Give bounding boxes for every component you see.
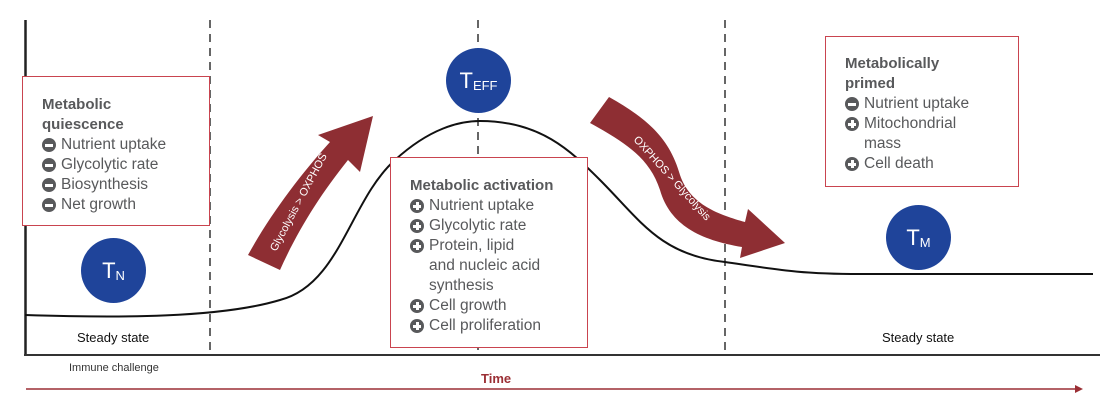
steady-state-left-label: Steady state: [77, 330, 150, 345]
memory-cell-symbol: T: [906, 224, 920, 250]
plus-circle-icon: [845, 157, 859, 171]
list-item-label: Glycolytic rate: [61, 156, 159, 173]
list-item: Glycolytic rate: [410, 216, 587, 236]
list-item: Nutrient uptake: [410, 196, 587, 216]
list-item-label: Nutrient uptake: [61, 136, 167, 153]
list-item: Net growth: [42, 195, 209, 215]
minus-circle-icon: [42, 178, 56, 192]
down-arrow: [590, 97, 785, 258]
activation-title: Metabolic activation: [410, 177, 554, 194]
minus-circle-icon: [42, 158, 56, 172]
plus-circle-icon: [410, 299, 424, 313]
primed-title: Metabolically primed: [845, 55, 940, 92]
time-axis-arrowhead: [1075, 385, 1083, 393]
list-item-label: Cell growth: [429, 297, 507, 314]
list-item-label: Nutrient uptake: [429, 197, 535, 214]
list-item-label: Mitochondrial mass: [864, 115, 957, 152]
time-axis-label: Time: [481, 371, 512, 386]
list-item-label: Glycolytic rate: [429, 217, 527, 234]
quiescence-title: Metabolic quiescence: [42, 96, 124, 133]
effector-cell-symbol: T: [459, 67, 473, 93]
list-item-label: Cell proliferation: [429, 317, 541, 334]
immune-challenge-label: Immune challenge: [69, 362, 159, 374]
list-item: Cell proliferation: [410, 316, 587, 336]
up-arrow-label: Glycolysis > OXPHOS: [268, 151, 330, 253]
memory-cell-subscript: M: [919, 234, 931, 250]
list-item: Cell death: [845, 154, 1018, 174]
plus-circle-icon: [410, 219, 424, 233]
list-item-label: Nutrient uptake: [864, 95, 970, 112]
list-item-label: Protein, lipid and nucleic acid synthesi…: [429, 237, 541, 294]
list-item: Nutrient uptake: [42, 135, 209, 155]
minus-circle-icon: [42, 138, 56, 152]
list-item: Glycolytic rate: [42, 155, 209, 175]
minus-circle-icon: [42, 198, 56, 212]
plus-circle-icon: [410, 319, 424, 333]
naive-cell-subscript: N: [115, 267, 125, 283]
up-arrow: [248, 116, 373, 270]
plus-circle-icon: [845, 117, 859, 131]
list-item-label: Net growth: [61, 196, 136, 213]
list-item-label: Biosynthesis: [61, 176, 149, 193]
minus-circle-icon: [845, 97, 859, 111]
effector-cell-subscript: EFF: [472, 77, 498, 93]
list-item: Nutrient uptake: [845, 94, 1018, 114]
naive-cell-symbol: T: [102, 257, 116, 283]
list-item: Cell growth: [410, 296, 587, 316]
plus-circle-icon: [410, 239, 424, 253]
list-item: Protein, lipid and nucleic acid synthesi…: [410, 236, 587, 296]
list-item: Mitochondrial mass: [845, 114, 1018, 154]
steady-state-right-label: Steady state: [882, 330, 955, 345]
list-item: Biosynthesis: [42, 175, 209, 195]
list-item-label: Cell death: [864, 155, 934, 172]
response-curve: [24, 119, 1093, 318]
plus-circle-icon: [410, 199, 424, 213]
